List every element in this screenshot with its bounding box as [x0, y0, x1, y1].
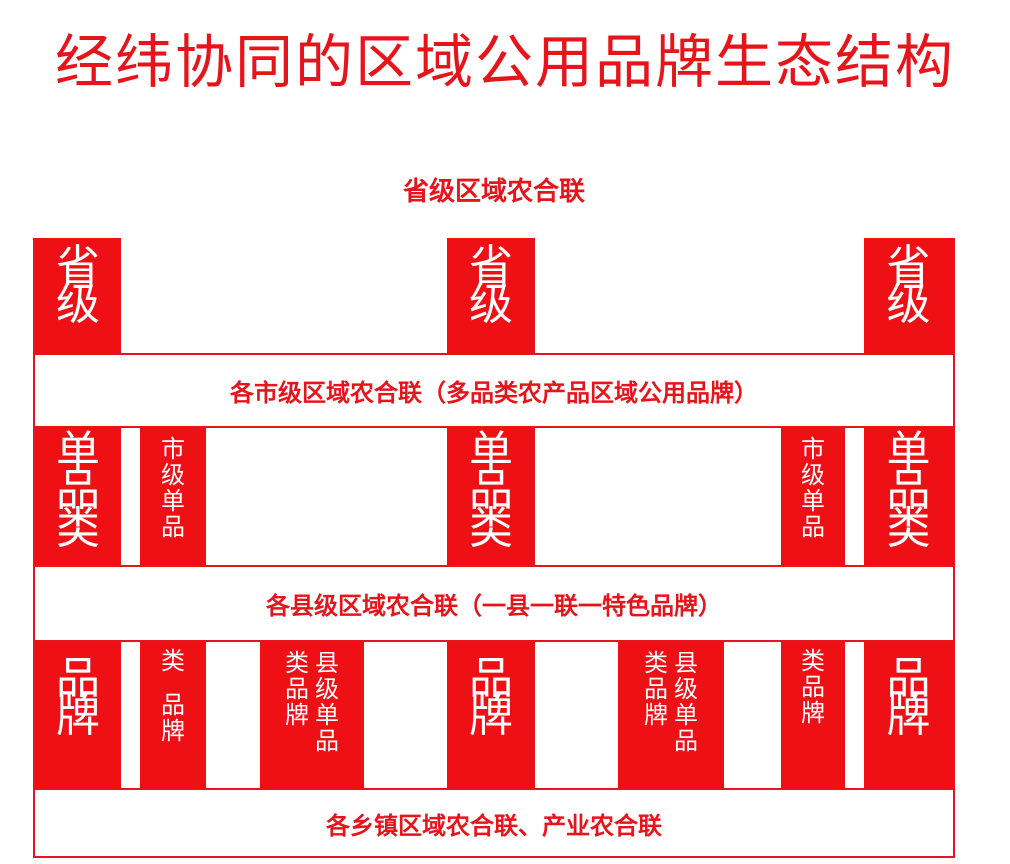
pillar-char: 类 [644, 649, 668, 677]
pillar-char: 品 [644, 675, 668, 703]
pillar-char: 县 [315, 649, 339, 677]
pillar-char: 级 [56, 279, 100, 330]
pillar-column-category-brand: 类 品 牌 [285, 650, 309, 792]
pillar-char: 牌 [644, 701, 668, 729]
pillar-column-county-single: 县 级 单 品 [315, 650, 339, 792]
band-city: 各市级区域农合联（多品类农产品区域公用品牌） [33, 353, 955, 428]
pillar-char: 级 [886, 279, 931, 330]
pillar-char: 品 [674, 727, 698, 755]
pillar-char: 单 [469, 428, 513, 478]
pillar-right-brand: 品 牌 [864, 642, 953, 788]
pillar-center-province: 省 级 [447, 238, 535, 354]
pillar-char: 牌 [285, 701, 309, 729]
pillar-char: 市 [801, 435, 825, 463]
pillar-county-single-right: 类 品 牌 县 级 单 品 [618, 642, 724, 788]
pillar-char: 级 [315, 675, 339, 703]
pillar-center-brand: 品 牌 [447, 642, 535, 788]
pillar-char: 单 [801, 487, 825, 515]
pillar-char: 类 [285, 649, 309, 677]
pillar-char: 省 [886, 241, 931, 292]
pillar-right-province: 省 级 [864, 238, 953, 354]
pillar-char: 品 [285, 675, 309, 703]
pillar-char: 单 [161, 487, 185, 515]
pillar-char: 品 [886, 653, 931, 704]
pillar-center-single-category: 单 品 类 [447, 428, 535, 566]
pillar-char: 类 [161, 647, 185, 675]
pillar-char: 品 [315, 727, 339, 755]
diagram-title: 经纬协同的区域公用品牌生态结构 [54, 28, 955, 96]
pillar-char: 类 [469, 503, 513, 554]
pillar-char: 品 [469, 465, 513, 516]
pillar-char: 单 [56, 428, 100, 478]
pillar-char: 单 [886, 428, 931, 478]
pillar-char: 单 [315, 701, 339, 729]
pillar-city-single-right: 市 级 单 品 [781, 428, 845, 566]
pillar-char: 品 [56, 465, 100, 516]
pillar-char: 品 [801, 513, 825, 541]
pillar-char: 县 [674, 649, 698, 677]
pillar-left-brand: 品 牌 [35, 642, 121, 788]
pillar-char: 单 [674, 701, 698, 729]
pillar-char: 品 [161, 513, 185, 541]
pillar-city-single-left: 市 级 单 品 [140, 428, 206, 566]
pillar-char: 品 [886, 465, 931, 516]
pillar-char: 品 [801, 673, 825, 701]
pillar-char: 牌 [56, 691, 100, 742]
pillar-char: 级 [801, 461, 825, 489]
pillar-char: 品 [161, 691, 185, 719]
pillar-char: 级 [469, 279, 513, 330]
pillar-char: 级 [674, 675, 698, 703]
pillar-char: 市 [161, 435, 185, 463]
pillar-column-category-brand: 类 品 牌 [644, 650, 668, 788]
pillar-char: 牌 [886, 691, 931, 742]
pillar-char: 品 [56, 653, 100, 704]
pillar-char: 品 [469, 653, 513, 704]
band-town: 各乡镇区域农合联、产业农合联 [33, 788, 955, 858]
pillar-char: 类 [886, 503, 931, 554]
pillar-left-single-category: 单 品 类 [35, 428, 121, 566]
pillar-category-brand-left: 类 品 牌 [140, 642, 206, 788]
pillar-column-county-single: 县 级 单 品 [674, 650, 698, 788]
pillar-char: 类 [56, 503, 100, 554]
pillar-left-province: 省 级 [35, 238, 121, 354]
pillar-char: 类 [801, 647, 825, 675]
pillar-char: 省 [469, 241, 513, 292]
pillar-char: 牌 [469, 691, 513, 742]
pillar-category-brand-right: 类 品 牌 [781, 642, 845, 788]
pillar-char: 牌 [801, 699, 825, 727]
pillar-char: 省 [56, 241, 100, 292]
pillar-right-single-category: 单 品 类 [864, 428, 953, 566]
pillar-county-single-left: 类 品 牌 县 级 单 品 [260, 642, 364, 792]
band-county: 各县级区域农合联（一县一联一特色品牌） [33, 565, 955, 642]
pillar-char: 牌 [161, 717, 185, 745]
band-province: 省级区域农合联 [33, 140, 955, 238]
pillar-char: 级 [161, 461, 185, 489]
